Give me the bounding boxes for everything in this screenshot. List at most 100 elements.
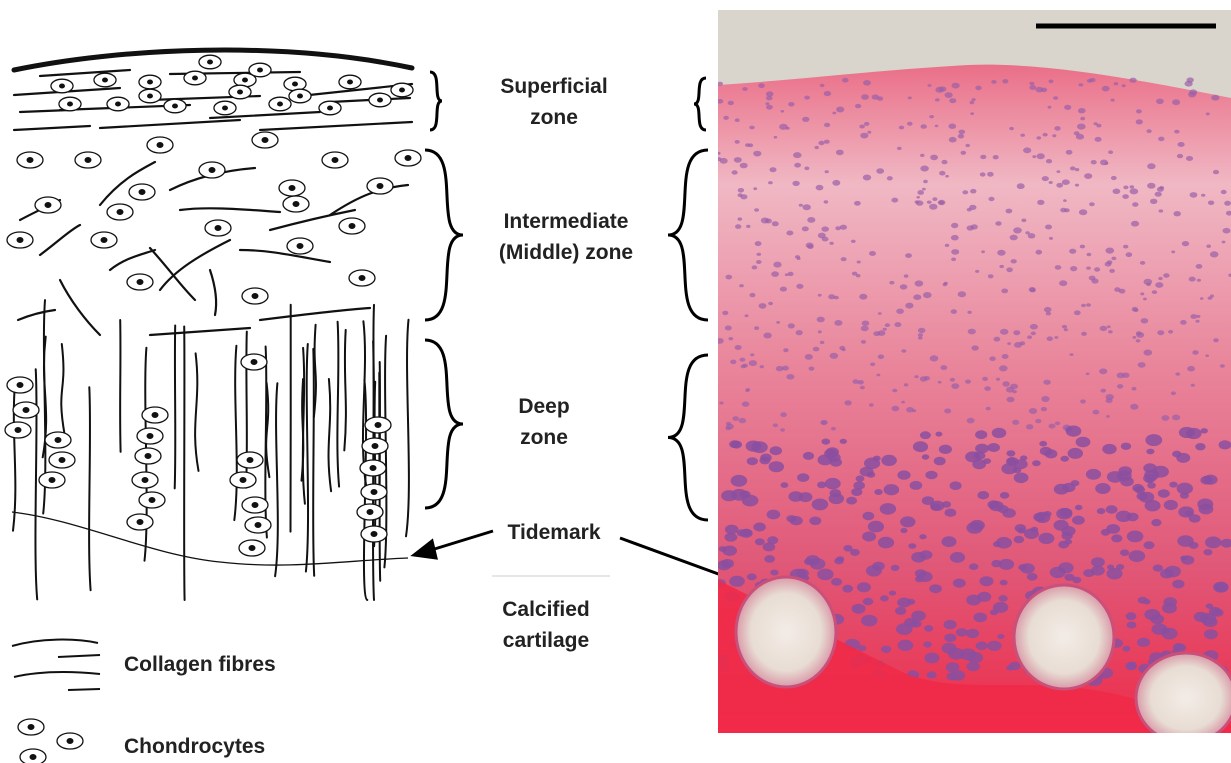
chondrocyte <box>239 540 265 556</box>
chondrocyte <box>135 448 161 464</box>
histology-micrograph <box>718 10 1231 733</box>
chondrocyte <box>199 55 221 69</box>
chondrocyte <box>107 97 129 111</box>
chondrocyte <box>91 232 117 248</box>
chondrocyte <box>94 73 116 87</box>
chondrocyte <box>107 204 133 220</box>
chondrocyte <box>289 89 311 103</box>
chondrocyte <box>361 484 387 500</box>
chondrocyte <box>7 377 33 393</box>
chondrocytes-drawing <box>5 55 421 556</box>
chondrocyte <box>229 85 251 99</box>
chondrocyte <box>199 162 225 178</box>
chondrocyte <box>164 99 186 113</box>
chondrocyte <box>75 152 101 168</box>
chondrocyte <box>5 422 31 438</box>
collagen-fibre <box>100 120 240 128</box>
collagen-fibre <box>306 344 308 572</box>
chondrocyte <box>283 196 309 212</box>
chondrocyte <box>139 89 161 103</box>
collagen-fibre <box>406 320 409 537</box>
calcified-cartilage-label: Calcified cartilage <box>426 594 666 656</box>
tidemark-line <box>12 512 408 565</box>
calcified-line1: Calcified <box>426 594 666 625</box>
chondrocyte <box>7 232 33 248</box>
chondrocyte <box>147 137 173 153</box>
collagen-fibre <box>195 353 198 471</box>
superficial-line2: zone <box>434 102 674 133</box>
collagen-fibre <box>344 330 346 451</box>
collagen-fibres-drawing <box>13 50 412 600</box>
collagen-fibre <box>302 379 304 481</box>
chondrocyte <box>242 288 268 304</box>
collagen-legend-label: Collagen fibres <box>124 653 276 677</box>
chondrocyte <box>367 178 393 194</box>
deep-line2: zone <box>424 422 664 453</box>
intermediate-line2: (Middle) zone <box>446 237 686 268</box>
chondrocyte <box>360 460 386 476</box>
collagen-fibre <box>160 240 230 290</box>
chondrocyte <box>245 517 271 533</box>
collagen-fibre <box>18 310 55 320</box>
chondrocyte <box>369 93 391 107</box>
chondrocyte <box>18 719 44 735</box>
chondrocyte <box>242 497 268 513</box>
chondrocyte <box>35 197 61 213</box>
collagen-fibre <box>260 308 370 320</box>
chondrocyte <box>13 402 39 418</box>
chondrocyte <box>214 101 236 115</box>
collagen-fibre <box>240 250 330 262</box>
collagen-fibre <box>175 326 176 489</box>
chondrocyte <box>237 452 263 468</box>
chondrocyte <box>132 472 158 488</box>
chondrocyte <box>349 270 375 286</box>
chondrocyte <box>287 238 313 254</box>
collagen-fibre <box>110 250 155 270</box>
chondrocyte <box>39 472 65 488</box>
collagen-fibre <box>40 70 130 76</box>
chondrocyte <box>252 132 278 148</box>
collagen-fibre-icon <box>12 640 100 690</box>
chondrocyte <box>322 152 348 168</box>
collagen-fibre <box>14 126 90 130</box>
chondrocyte <box>129 184 155 200</box>
calcified-line2: cartilage <box>426 625 666 656</box>
collagen-fibre <box>20 110 70 112</box>
chondrocyte <box>127 274 153 290</box>
chondrocyte <box>279 180 305 196</box>
chondrocyte <box>357 504 383 520</box>
chondrocyte <box>319 101 341 115</box>
chondrocyte <box>137 428 163 444</box>
collagen-fibre <box>260 122 412 130</box>
chondrocyte <box>205 220 231 236</box>
collagen-fibre <box>150 328 250 335</box>
collagen-fibre <box>275 383 278 576</box>
chondrocyte <box>391 83 413 97</box>
deep-line1: Deep <box>424 391 664 422</box>
deep-zone-label: Deep zone <box>424 391 664 453</box>
chondrocyte-legend-label: Chondrocytes <box>124 735 265 759</box>
collagen-fibre <box>313 349 314 576</box>
collagen-fibre <box>150 248 195 300</box>
chondrocyte-icon <box>18 719 83 763</box>
superficial-line1: Superficial <box>434 71 674 102</box>
chondrocyte <box>249 63 271 77</box>
collagen-fibre <box>61 344 64 435</box>
chondrocyte <box>365 417 391 433</box>
chondrocyte <box>139 492 165 508</box>
chondrocyte <box>57 733 83 749</box>
collagen-fibre <box>180 208 280 212</box>
chondrocyte <box>184 71 206 85</box>
chondrocyte <box>339 75 361 89</box>
chondrocyte <box>230 472 256 488</box>
chondrocyte <box>395 150 421 166</box>
intermediate-line1: Intermediate <box>446 206 686 237</box>
chondrocyte <box>362 438 388 454</box>
chondrocyte <box>17 152 43 168</box>
tidemark-label: Tidemark <box>434 517 674 548</box>
chondrocyte <box>127 514 153 530</box>
collagen-fibre <box>60 280 100 335</box>
collagen-fibre <box>40 225 80 255</box>
chondrocyte <box>142 407 168 423</box>
chondrocyte <box>49 452 75 468</box>
